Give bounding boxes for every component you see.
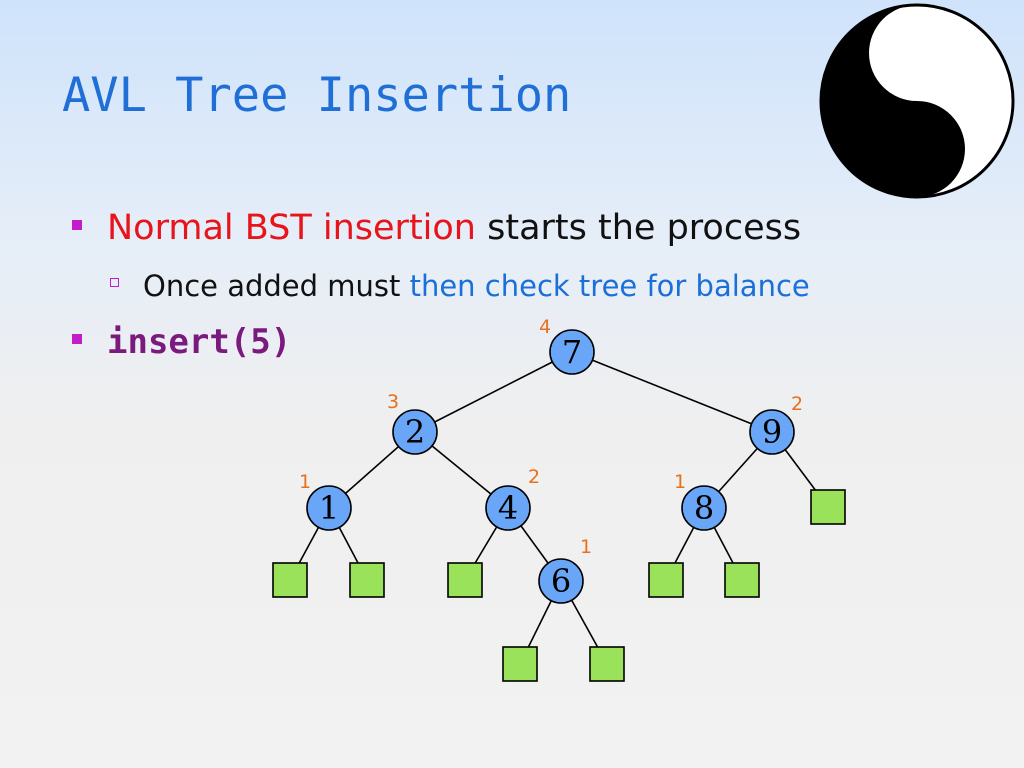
tree-node-1: 11	[299, 471, 352, 531]
null-leaf	[447, 562, 483, 598]
bullet-text: starts the process	[476, 208, 802, 248]
node-circle	[538, 558, 584, 604]
tree-node-4: 42	[485, 466, 540, 531]
tree-edge	[414, 351, 573, 433]
null-leaf	[724, 562, 760, 598]
null-leaf	[589, 646, 625, 682]
node-height-label: 4	[539, 316, 551, 338]
tree-edges	[289, 351, 829, 665]
null-leaf	[349, 562, 385, 598]
tree-edge	[771, 431, 829, 508]
bullet-hollow-square-icon	[110, 278, 119, 287]
tree-edge	[560, 580, 608, 665]
node-label: 9	[762, 413, 782, 451]
node-circle	[749, 409, 795, 455]
tree-edge	[703, 431, 773, 509]
null-leaf	[502, 646, 538, 682]
null-leaf	[648, 562, 684, 598]
node-height-label: 2	[528, 466, 540, 488]
sub-bullet-text: Once added must	[143, 269, 410, 303]
node-circle	[306, 485, 352, 531]
tree-node-7: 74	[539, 316, 595, 375]
bullet-square-icon	[72, 220, 82, 230]
node-label: 4	[498, 489, 518, 527]
tree-node-6: 61	[538, 536, 592, 604]
bullet-square-icon	[72, 334, 82, 344]
bullet-insert-5: insert(5)	[72, 322, 291, 362]
slide-title: AVL Tree Insertion	[62, 68, 572, 123]
node-circle	[681, 485, 727, 531]
node-label: 1	[319, 489, 339, 527]
tree-edge	[328, 431, 416, 509]
node-height-label: 3	[387, 391, 399, 413]
node-label: 8	[694, 489, 714, 527]
null-leaf	[810, 489, 846, 525]
bullet-text-highlight: Normal BST insertion	[107, 208, 476, 248]
tree-node-9: 92	[749, 393, 803, 455]
tree-edge	[703, 507, 743, 581]
node-height-label: 1	[580, 536, 592, 558]
tree-node-2: 23	[387, 391, 438, 455]
tree-edge	[464, 507, 509, 581]
tree-edge	[507, 507, 562, 582]
node-label: 6	[551, 562, 571, 600]
tree-edge	[289, 507, 330, 581]
tree-edge	[519, 580, 562, 665]
tree-node-8: 81	[674, 471, 727, 531]
tree-edge	[328, 507, 368, 581]
null-leaf	[272, 562, 308, 598]
node-height-label: 1	[674, 471, 686, 493]
node-label: 2	[405, 413, 425, 451]
insert-code: insert(5)	[107, 322, 292, 362]
sub-bullet-check-balance: Once added must then check tree for bala…	[110, 269, 810, 303]
node-height-label: 2	[791, 393, 803, 415]
node-circle	[392, 409, 438, 455]
sub-bullet-text-highlight: then check tree for balance	[409, 269, 810, 303]
node-label: 7	[562, 333, 582, 371]
tree-edge	[414, 431, 509, 509]
node-height-label: 1	[299, 471, 311, 493]
tree-edge	[665, 507, 705, 581]
bullet-normal-bst-insertion: Normal BST insertion starts the process	[72, 208, 801, 248]
tree-edge	[571, 351, 773, 433]
yin-yang-icon	[819, 3, 1015, 199]
node-circle	[485, 485, 531, 531]
node-circle	[549, 329, 595, 375]
